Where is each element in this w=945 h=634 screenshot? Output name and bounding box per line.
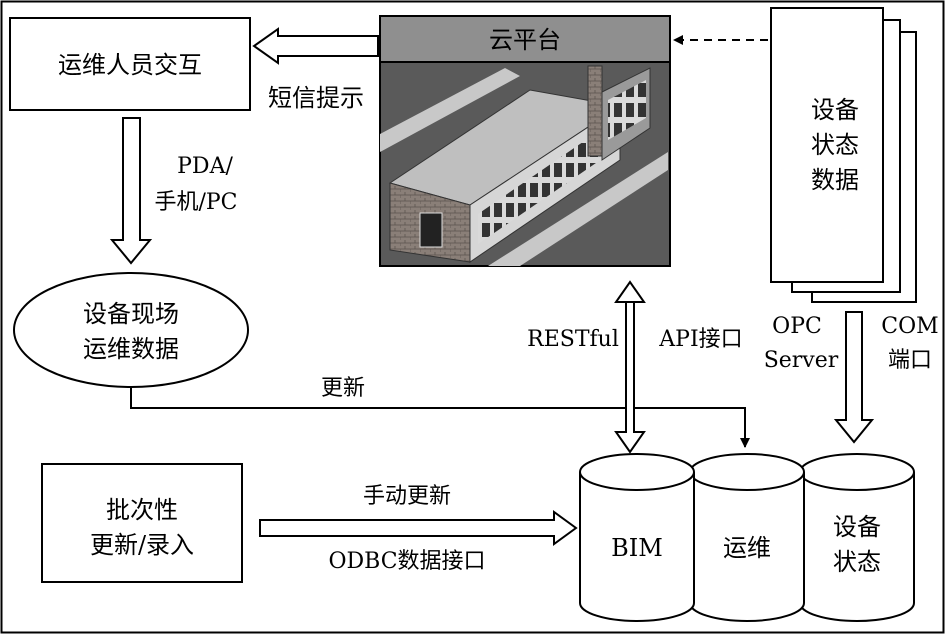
update-connector (130, 387, 750, 448)
restful-label: RESTful (527, 327, 619, 352)
opc-label-line2: Server (764, 348, 839, 373)
db-maintenance-label: 运维 (723, 534, 771, 562)
road-lower (488, 152, 668, 266)
field-maintenance-ellipse (13, 272, 249, 388)
pda-label-line2: 手机/PC (154, 190, 237, 215)
operator-interaction-box (9, 17, 251, 111)
sms-alert-arrow (252, 27, 379, 65)
update-label: 更新 (321, 376, 365, 401)
db-bim-label: BIM (611, 534, 663, 562)
building-door (419, 212, 443, 248)
road-upper (380, 68, 520, 152)
manual-update-label: 手动更新 (363, 484, 451, 509)
cloud-platform-panel: 云平台 (379, 15, 671, 267)
page-front (770, 7, 884, 283)
db-device-status-label-line1: 设备 (833, 513, 881, 541)
com-label-line2: 端口 (888, 348, 932, 373)
manual-update-arrow (259, 510, 578, 546)
api-interface-label: API接口 (658, 327, 742, 352)
field-maintenance-label-line1: 设备现场 (83, 300, 179, 328)
db-maintenance-body (689, 472, 805, 622)
db-device-status-body (799, 472, 915, 622)
device-status-data-line2: 状态 (811, 131, 859, 159)
db-bim-top (579, 453, 695, 491)
building-windows (478, 122, 612, 244)
db-maintenance-top (689, 453, 805, 491)
odbc-interface-label: ODBC数据接口 (328, 549, 485, 574)
device-status-data-line1: 设备 (811, 96, 859, 124)
pda-down-arrow (109, 117, 153, 265)
pda-label-line1: PDA/ (177, 154, 233, 179)
device-status-data-stack: 设备 状态 数据 (770, 7, 917, 303)
cloud-platform-banner (379, 15, 671, 63)
batch-update-label-line2: 更新/录入 (90, 531, 194, 559)
status-down-arrow (833, 311, 875, 444)
sms-alert-label: 短信提示 (268, 84, 364, 112)
device-status-data-line3: 数据 (811, 166, 859, 194)
restful-double-arrow (614, 280, 646, 454)
cloud-platform-title: 云平台 (489, 26, 561, 54)
database-cylinders: BIM 运维 设备 状态 (579, 453, 915, 622)
db-device-status-label-line2: 状态 (833, 548, 881, 576)
chimney (587, 65, 603, 157)
annex-windows (608, 80, 646, 140)
operator-interaction-label: 运维人员交互 (58, 51, 202, 79)
batch-update-box (41, 463, 243, 583)
db-bim-body (579, 472, 695, 622)
com-label-line1: COM (881, 314, 938, 339)
db-device-status-top (799, 453, 915, 491)
batch-update-label-line1: 批次性 (106, 496, 178, 524)
opc-label-line1: OPC (772, 314, 822, 339)
field-maintenance-label-line2: 运维数据 (83, 335, 179, 363)
